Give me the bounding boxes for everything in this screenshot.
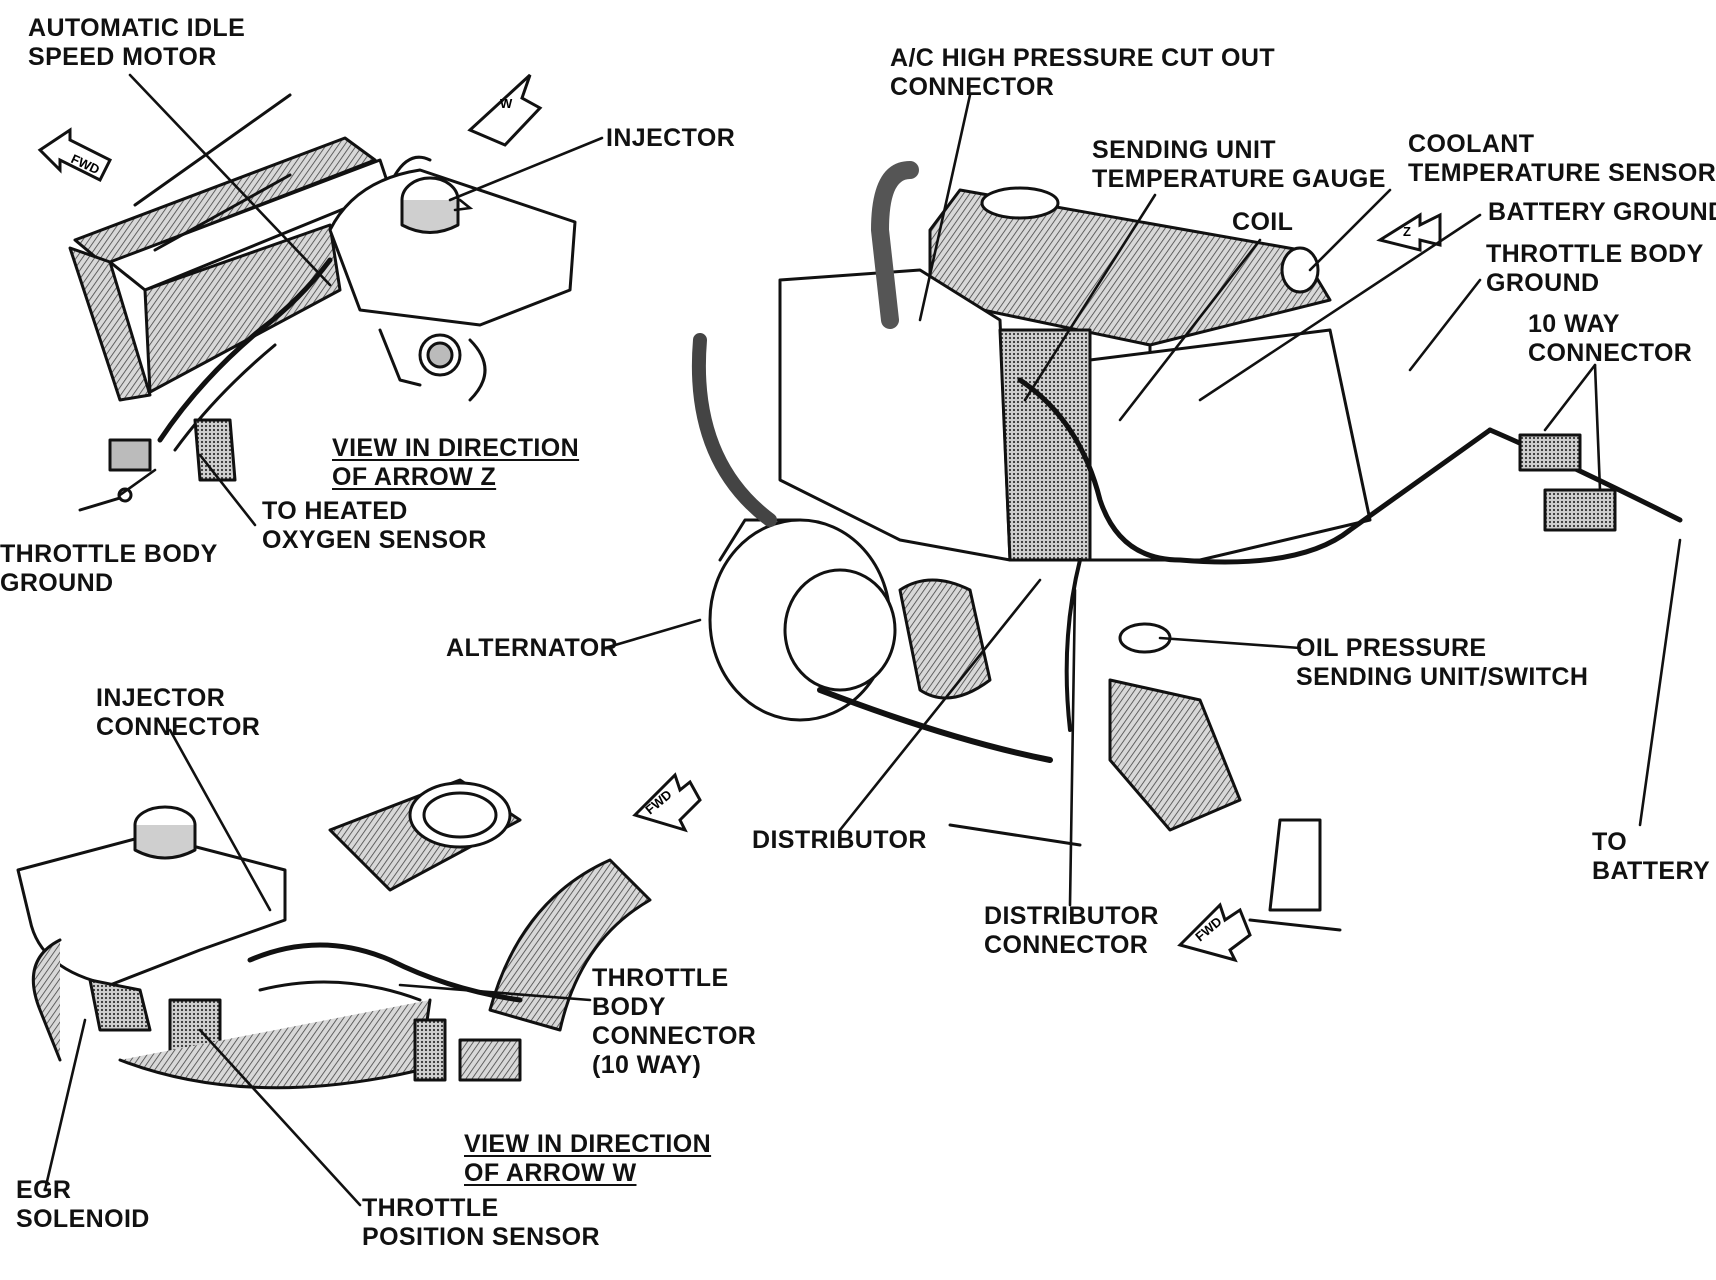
label-line: EGR (16, 1176, 72, 1204)
label-distributor: DISTRIBUTOR (752, 826, 927, 855)
label-line: (10 WAY) (592, 1051, 702, 1079)
label-line: OF ARROW W (464, 1159, 637, 1187)
label-injector: INJECTOR (606, 124, 735, 153)
label-line: CONNECTOR (96, 713, 261, 741)
label-line: VIEW IN DIRECTION (332, 434, 580, 462)
label-throttle-position-sensor: THROTTLE POSITION SENSOR (362, 1194, 600, 1252)
label-coil: COIL (1232, 208, 1293, 237)
w-direction-arrow: W (467, 73, 543, 147)
label-line: CONNECTOR (1528, 339, 1693, 367)
label-throttle-body-ground-right: THROTTLE BODY GROUND (1486, 240, 1704, 298)
label-line: COOLANT (1408, 130, 1535, 158)
label-line: SENDING UNIT/SWITCH (1296, 663, 1589, 691)
label-line: CONNECTOR (890, 73, 1055, 101)
label-line: GROUND (1486, 269, 1600, 297)
label-line: THROTTLE (362, 1194, 499, 1222)
label-line: OIL PRESSURE (1296, 634, 1487, 662)
label-line: TO HEATED (262, 497, 408, 525)
label-to-battery: TO BATTERY (1592, 828, 1710, 886)
label-to-heated-oxygen-sensor: TO HEATED OXYGEN SENSOR (262, 497, 487, 555)
label-automatic-idle-speed-motor: AUTOMATIC IDLE SPEED MOTOR (28, 14, 245, 72)
label-line: A/C HIGH PRESSURE CUT OUT (890, 44, 1276, 72)
label-alternator: ALTERNATOR (446, 634, 618, 663)
label-line: TEMPERATURE GAUGE (1092, 165, 1386, 193)
label-injector-connector: INJECTOR CONNECTOR (96, 684, 260, 742)
z-direction-arrow: Z (1376, 212, 1442, 252)
label-egr-solenoid: EGR SOLENOID (16, 1176, 150, 1234)
label-sending-unit-temperature-gauge: SENDING UNIT TEMPERATURE GAUGE (1092, 136, 1386, 194)
label-line: BATTERY GROUND (1488, 198, 1716, 226)
label-line: THROTTLE BODY (0, 540, 218, 568)
view-z-drawing (68, 93, 577, 512)
label-line: GROUND (0, 569, 114, 597)
z-tag: Z (1403, 224, 1411, 239)
label-battery-ground: BATTERY GROUND (1488, 198, 1716, 227)
label-view-arrow-w: VIEW IN DIRECTION OF ARROW W (464, 1130, 711, 1188)
label-line: SENDING UNIT (1092, 136, 1276, 164)
label-line: BATTERY (1592, 857, 1711, 885)
label-line: AUTOMATIC IDLE (28, 14, 246, 42)
label-throttle-body-connector: THROTTLE BODY CONNECTOR (10 WAY) (592, 964, 756, 1080)
label-line: THROTTLE BODY (1486, 240, 1704, 268)
label-line: 10 WAY (1528, 310, 1620, 338)
leader-lines (43, 73, 1682, 1207)
label-line: TO (1592, 828, 1628, 856)
fwd-arrow-bottomright: FWD (1177, 902, 1252, 963)
label-line: SOLENOID (16, 1205, 150, 1233)
main-engine-drawing (691, 161, 1683, 932)
label-ac-high-pressure-cut-out: A/C HIGH PRESSURE CUT OUT CONNECTOR (890, 44, 1275, 102)
label-line: CONNECTOR (984, 931, 1149, 959)
fwd-arrow-bottomleft: FWD (632, 772, 702, 833)
label-coolant-temperature-sensor: COOLANT TEMPERATURE SENSOR (1408, 130, 1716, 188)
label-line: CONNECTOR (592, 1022, 757, 1050)
label-throttle-body-ground-left: THROTTLE BODY GROUND (0, 540, 218, 598)
label-line: DISTRIBUTOR (984, 902, 1159, 930)
fwd-arrow-topleft: FWD (37, 127, 113, 183)
label-line: OXYGEN SENSOR (262, 526, 487, 554)
label-10-way-connector: 10 WAY CONNECTOR (1528, 310, 1692, 368)
label-line: BODY (592, 993, 666, 1021)
label-line: ALTERNATOR (446, 634, 619, 662)
label-line: THROTTLE (592, 964, 729, 992)
label-line: DISTRIBUTOR (752, 826, 927, 854)
label-line: SPEED MOTOR (28, 43, 217, 71)
label-line: POSITION SENSOR (362, 1223, 600, 1251)
w-tag: W (500, 96, 513, 111)
label-line: INJECTOR (96, 684, 226, 712)
label-line: INJECTOR (606, 124, 736, 152)
label-line: COIL (1232, 208, 1294, 236)
label-oil-pressure-sending-unit: OIL PRESSURE SENDING UNIT/SWITCH (1296, 634, 1588, 692)
label-line: TEMPERATURE SENSOR (1408, 159, 1716, 187)
label-line: VIEW IN DIRECTION (464, 1130, 712, 1158)
label-line: OF ARROW Z (332, 463, 497, 491)
label-view-arrow-z: VIEW IN DIRECTION OF ARROW Z (332, 434, 579, 492)
view-w-drawing (16, 778, 652, 1090)
label-distributor-connector: DISTRIBUTOR CONNECTOR (984, 902, 1159, 960)
